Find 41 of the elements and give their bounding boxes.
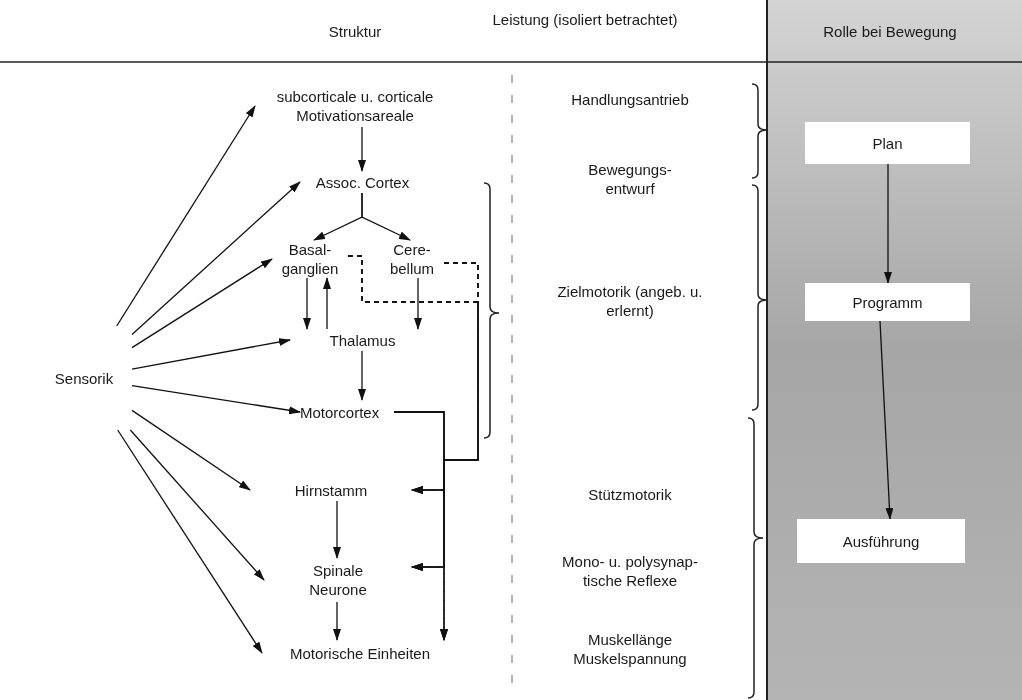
structure-label: Sensorik <box>36 326 132 430</box>
structure-label: Assoc. Cortex <box>300 171 425 193</box>
stage-box: Ausführung <box>797 519 965 563</box>
structure-label: Motorische Einheiten <box>262 640 458 666</box>
structure-label: Cere- bellum <box>380 240 444 278</box>
arrow <box>129 429 265 581</box>
arrow <box>131 338 291 370</box>
arrow <box>116 105 256 327</box>
structure-label: Spinale Neurone <box>264 558 412 602</box>
function-label: Mono- u. polysynap- tische Reflexe <box>561 552 699 590</box>
stage-box: Programm <box>805 283 970 321</box>
function-label: Zielmotorik (angeb. u. erlernt) <box>556 282 704 320</box>
structure-label: subcorticale u. corticale Motivationsareale <box>255 85 455 127</box>
stage-box: Plan <box>805 122 970 164</box>
arrow <box>117 429 263 654</box>
arrow <box>131 384 301 415</box>
arrow <box>131 258 273 349</box>
arrow <box>131 409 251 491</box>
arrow <box>333 500 341 559</box>
arrow <box>361 192 411 241</box>
arrow <box>440 262 479 641</box>
arrow <box>879 320 894 520</box>
arrow <box>131 181 301 336</box>
column-header: Leistung (isoliert betrachtet) <box>491 10 679 29</box>
structure-label: Hirnstamm <box>250 479 412 501</box>
structure-label: Basal- ganglien <box>272 240 348 278</box>
structure-label: Motorcortex <box>300 400 394 424</box>
structure-label: Thalamus <box>290 329 435 351</box>
function-label: Muskellänge Muskelspannung <box>572 630 688 668</box>
arrow <box>884 163 892 284</box>
function-label: Stützmotorik <box>587 485 673 504</box>
arrow <box>333 601 341 641</box>
column-header: Struktur <box>327 22 383 41</box>
function-label: Bewegungs- entwurf <box>587 160 673 198</box>
arrow <box>323 277 331 330</box>
arrow <box>358 350 366 401</box>
arrow <box>303 277 311 330</box>
arrow <box>358 126 366 172</box>
arrow <box>414 277 422 330</box>
column-header: Rolle bei Bewegung <box>822 22 958 41</box>
function-label: Handlungsantrieb <box>570 90 690 109</box>
